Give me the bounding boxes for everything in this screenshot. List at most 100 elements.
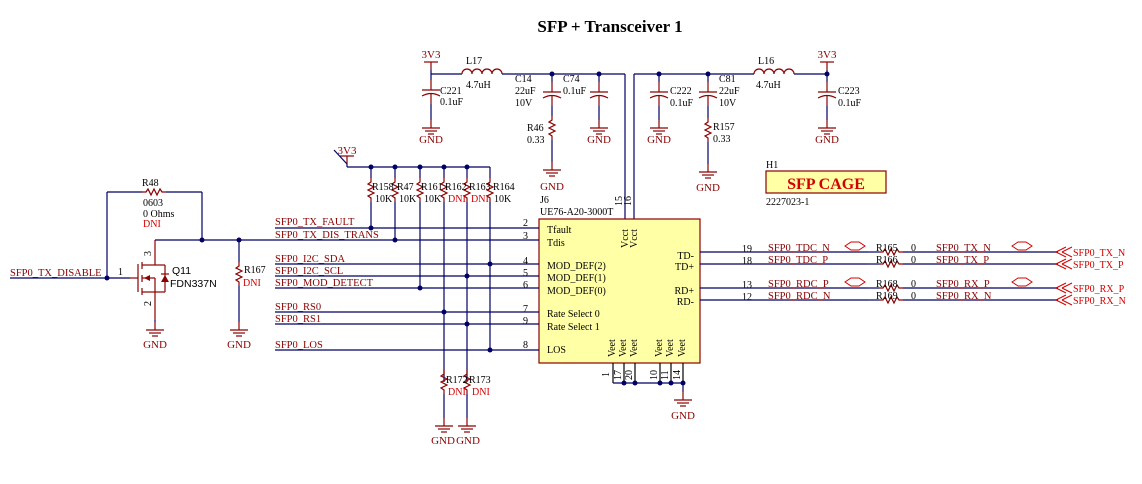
gnd-label: GND [696,182,720,194]
j6-vee-label: Veet [629,339,640,357]
r47-ref: R47 [397,182,414,193]
j6-pin-name: Rate Select 1 [547,322,600,333]
r48-ref: R48 [142,178,159,189]
j6-pin-num: 8 [523,340,528,351]
j6-pin-num: 6 [523,280,528,291]
c14-ref: C14 [515,74,532,85]
left-nets: 3V3 R158 R47 R161 R162 R163 R164 10K 10K… [199,145,539,447]
j6-pin-num: 2 [523,218,528,229]
left-power-section: 3V3 L17 4.7uH C221 0.1uF GND C14 22uF 10… [419,49,626,219]
net-label-tx-disable: SFP0_TX_DISABLE [10,268,102,279]
r48-value: 0 Ohms [143,209,175,220]
j6-pin-name: MOD_DEF(0) [547,286,606,297]
r162-dni: DNI [448,194,466,205]
c74-value: 0.1uF [563,86,587,97]
net-label: SFP0_TDC_N [768,243,830,254]
gnd-label: GND [671,410,695,422]
port-label: SFP0_RX_P [1073,284,1125,295]
r172-ref: R172 [446,375,468,386]
j6-pin-num: 19 [742,244,752,255]
r173-ref: R173 [469,375,491,386]
j6-top-pin-num: 15 [614,196,625,206]
transistor-q11 [130,240,169,320]
power-label-3v3-pullup: 3V3 [338,145,357,157]
j6-bottom-pin-num: 10 [649,370,660,380]
net-label: SFP0_RX_P [936,279,990,290]
gnd-label: GND [815,134,839,146]
r173-dni: DNI [472,387,490,398]
r169-ref: R169 [876,291,898,302]
c223-value: 0.1uF [838,98,862,109]
r48-dni: DNI [143,219,161,230]
port-label: SFP0_TX_N [1073,248,1125,259]
gnd-label: GND [143,339,167,351]
r168-value: 0 [911,279,916,290]
r161-value: 10K [424,194,442,205]
j6-pin-num: 5 [523,268,528,279]
cap-c14 [542,81,562,107]
j6-bottom-pin-num: 20 [624,370,635,380]
j6-pin-name: RD- [677,297,694,308]
j6-vee-label: Veet [665,339,676,357]
r158-ref: R158 [372,182,394,193]
j6-bottom-pin-num: 14 [672,370,683,380]
j6-vee-label: Veet [654,339,665,357]
j6-pin-name: Rate Select 0 [547,309,600,320]
j6-pin-num: 9 [523,316,528,327]
j6-pin-name: TD- [677,251,694,262]
resistor-r48 [141,188,167,196]
net-label: SFP0_TDC_P [768,255,828,266]
r163-dni: DNI [471,194,489,205]
net-label: SFP0_RX_N [936,291,992,302]
q11-ref: Q11 [172,265,191,277]
net-label: SFP0_TX_FAULT [275,217,355,228]
c222-value: 0.1uF [670,98,694,109]
r164-ref: R164 [493,182,515,193]
j6-pin-name: TD+ [675,262,694,273]
j6-pin-name: Tdis [547,238,565,249]
j6-bottom-pin-num: 11 [660,370,671,380]
sheet-title: SFP + Transceiver 1 [537,17,682,36]
j6-pin-name: Tfault [547,225,572,236]
j6-vee-label: Veet [677,339,688,357]
j6-pin-num: 12 [742,292,752,303]
net-label: SFP0_RDC_P [768,279,829,290]
c14-rating: 10V [515,98,533,109]
q11-pin1: 1 [118,267,123,278]
gnd-label: GND [587,134,611,146]
r157-ref: R157 [713,122,735,133]
j6-pin-name: RD+ [674,286,694,297]
gnd-label: GND [456,435,480,447]
net-label: SFP0_RS0 [275,302,321,313]
r172-dni: DNI [448,387,466,398]
gnd-label: GND [419,134,443,146]
j6-bottom-pin-num: 1 [601,372,612,377]
cap-c223 [817,81,837,107]
j6-pin-num: 4 [523,256,528,267]
j6-ref: J6 [540,195,549,206]
c14-value: 22uF [515,86,536,97]
q11-part: FDN337N [170,278,217,290]
c74-ref: C74 [563,74,580,85]
c222-ref: C222 [670,86,692,97]
gnd-label: GND [540,181,564,193]
j6-pin-name: MOD_DEF(2) [547,261,606,272]
cap-c81 [698,81,718,107]
net-label: SFP0_MOD_DETECT [275,278,374,289]
r166-ref: R166 [876,255,898,266]
j6-pin-name: LOS [547,345,566,356]
j6-pin-name: MOD_DEF(1) [547,273,606,284]
j6-pin-num: 7 [523,304,528,315]
resistor-r157 [704,117,712,143]
l17-value: 4.7uH [466,80,491,91]
r157-value: 0.33 [713,134,731,145]
r167-dni: DNI [243,278,261,289]
inductor-l16 [753,68,795,75]
j6-vee-label: Veet [607,339,618,357]
right-power-section: 3V3 L16 4.7uH C222 0.1uF GND C81 22uF 10… [633,49,862,219]
net-label: SFP0_TX_DIS_TRANS [275,230,379,241]
c81-ref: C81 [719,74,736,85]
tx-disable-section: SFP0_TX_DISABLE R48 0603 0 Ohms DNI [10,178,266,351]
l16-value: 4.7uH [756,80,781,91]
